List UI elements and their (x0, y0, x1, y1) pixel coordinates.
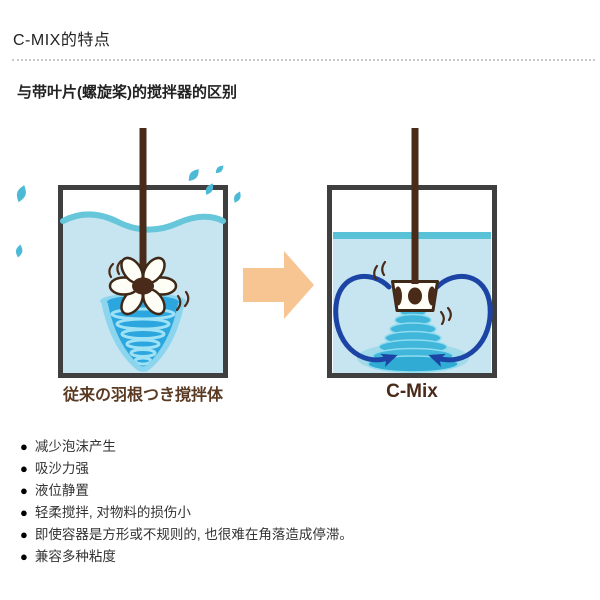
feature-text: 即使容器是方形或不规则的, 也很难在角落造成停滞。 (34, 527, 353, 542)
left-motion-marks (108, 259, 190, 312)
right-tank-caption: C-Mix (386, 381, 438, 402)
feature-text: 吸沙力强 (34, 461, 89, 476)
section-subtitle: 与带叶片(螺旋桨)的搅拌器的区别 (17, 84, 237, 101)
right-tank (327, 128, 497, 378)
left-tank-caption: 従来の羽根つき撹拌体 (62, 387, 223, 404)
feature-list: ● 减少泡沫产生 ● 吸沙力强 ● 液位静置 ● 轻柔搅拌, 对物料的损伤小 ● 即使容器… (20, 436, 353, 568)
right-shaft (411, 128, 419, 284)
dotted-separator (12, 59, 595, 61)
feature-item: ● 吸沙力强 (20, 458, 353, 480)
transform-arrow-icon (243, 251, 314, 319)
feature-item: ● 即使容器是方形或不规则的, 也很难在角落造成停滞。 (20, 524, 353, 546)
circulation-arrows (333, 273, 493, 367)
feature-item: ● 兼容多种粘度 (20, 546, 353, 568)
comparison-diagram: 従来の羽根つき撹拌体 C-Mix (0, 120, 600, 430)
bullet-icon: ● (20, 461, 28, 476)
feature-item: ● 轻柔搅拌, 对物料的损伤小 (20, 502, 353, 524)
right-motion-marks (373, 260, 452, 326)
circulation-arrow-right (428, 273, 493, 367)
bullet-icon: ● (20, 483, 28, 498)
feature-text: 减少泡沫产生 (34, 439, 116, 454)
propeller-hub (132, 277, 154, 295)
feature-item: ● 减少泡沫产生 (20, 436, 353, 458)
page-title: C-MIX的特点 (13, 32, 111, 49)
c-mix-head (391, 280, 439, 312)
bullet-icon: ● (20, 527, 28, 542)
splash-droplets (15, 165, 241, 258)
bullet-icon: ● (20, 505, 28, 520)
circulation-arrow-left (333, 273, 398, 367)
left-water-surface-wave (60, 211, 226, 233)
left-tank (15, 128, 241, 378)
feature-text: 轻柔搅拌, 对物料的损伤小 (34, 505, 191, 520)
feature-item: ● 液位静置 (20, 480, 353, 502)
bullet-icon: ● (20, 549, 28, 564)
feature-text: 液位静置 (34, 483, 89, 498)
propeller-icon (108, 256, 178, 316)
diagram-canvas (15, 128, 497, 378)
bullet-icon: ● (20, 439, 28, 454)
feature-text: 兼容多种粘度 (34, 549, 116, 564)
left-shaft (139, 128, 147, 286)
